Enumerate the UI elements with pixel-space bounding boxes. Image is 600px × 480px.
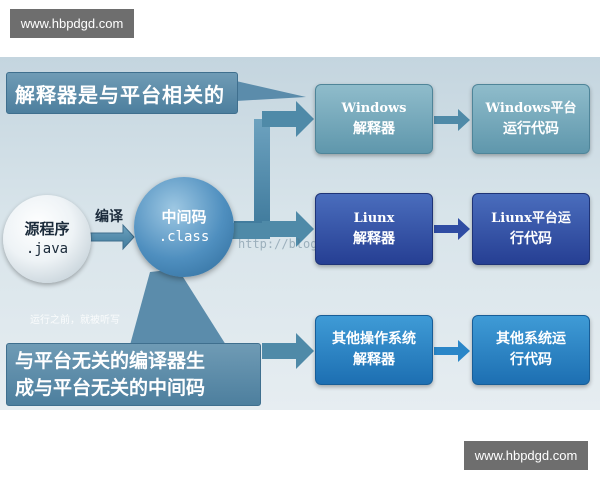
java-execution-diagram: 解释器是与平台相关的 与平台无关的编译器生 成与平台无关的中间码 源程序 .ja…: [0, 57, 600, 410]
callout-platform-dependent: 解释器是与平台相关的: [6, 72, 238, 114]
run-arrow-linux: [434, 218, 470, 240]
callout-platform-independent: 与平台无关的编译器生 成与平台无关的中间码: [6, 343, 261, 406]
other-os-interpreter-line1: 其他操作系统: [332, 331, 416, 347]
callout-bottom-pointer: [130, 269, 226, 345]
branch-stub: [226, 223, 270, 239]
linux-run-line1: Liunx平台运: [491, 211, 571, 226]
callout-bottom-line1: 与平台无关的编译器生: [15, 349, 206, 372]
connector-arrows: [90, 81, 470, 369]
windows-run-line1: Windows平台: [485, 101, 577, 116]
other-os-run-box: 其他系统运 行代码: [472, 315, 590, 385]
branch-trunk: [234, 119, 270, 237]
windows-run-box: Windows平台 运行代码: [472, 84, 590, 154]
callout-top-pointer: [236, 81, 306, 101]
windows-interpreter-line1: Windows: [341, 101, 407, 116]
compile-label: 编译: [95, 209, 123, 225]
source-label: 源程序: [24, 220, 70, 238]
intermediate-label: 中间码: [161, 208, 207, 226]
linux-run-line2: 行代码: [510, 231, 552, 247]
branch-arrow-other: [262, 333, 314, 369]
other-os-interpreter-box: 其他操作系统 解释器: [315, 315, 433, 385]
intermediate-extension: .class: [158, 229, 210, 245]
windows-run-line2: 运行代码: [503, 121, 559, 137]
watermark-top: www.hbpdgd.com: [10, 9, 134, 38]
callout-bottom-line2: 成与平台无关的中间码: [15, 376, 206, 399]
branch-arrow-linux: [262, 211, 314, 247]
source-extension: .java: [25, 241, 69, 257]
other-os-interpreter-line2: 解释器: [353, 352, 395, 368]
branch-arrow-windows: [262, 101, 314, 137]
linux-interpreter-line2: 解释器: [353, 231, 395, 247]
linux-interpreter-line1: Liunx: [353, 211, 395, 226]
source-program-node: 源程序 .java: [3, 195, 91, 283]
windows-interpreter-line2: 解释器: [353, 121, 395, 137]
compile-arrow: [90, 223, 135, 251]
other-os-run-line2: 行代码: [510, 352, 552, 368]
linux-run-box: Liunx平台运 行代码: [472, 193, 590, 265]
linux-interpreter-box: Liunx 解释器: [315, 193, 433, 265]
faint-caption: 运行之前，就被听写: [30, 315, 120, 326]
other-os-run-line1: 其他系统运: [496, 331, 566, 347]
watermark-bottom: www.hbpdgd.com: [464, 441, 588, 470]
intermediate-code-node: 中间码 .class: [134, 177, 234, 277]
windows-interpreter-box: Windows 解释器: [315, 84, 433, 154]
run-arrow-windows: [434, 109, 470, 131]
run-arrow-other: [434, 340, 470, 362]
